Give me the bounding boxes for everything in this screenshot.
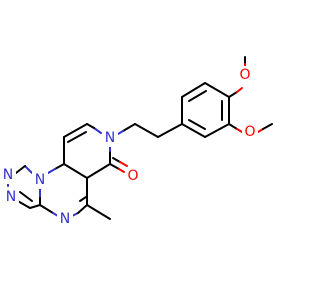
ring-bond xyxy=(86,163,111,179)
structure-svg: O O N O N N N N xyxy=(0,56,273,228)
ring-bond xyxy=(39,204,54,214)
o-methyl-bond xyxy=(262,123,273,130)
ring-bond xyxy=(181,123,206,138)
ring-bond xyxy=(77,204,88,214)
label-bg xyxy=(237,66,253,84)
atom-n-bridge: N xyxy=(35,172,45,188)
ring-bond xyxy=(93,127,102,134)
label-bg xyxy=(32,171,48,189)
ring-bond xyxy=(47,168,56,174)
atom-n-pyrimidine: N xyxy=(60,211,70,227)
ring-bond xyxy=(63,163,88,179)
methyl-bond xyxy=(86,204,111,220)
pyridone-ring xyxy=(63,123,111,179)
carbonyl-double-bond xyxy=(119,161,128,167)
label-bg xyxy=(242,123,258,141)
ring-bond xyxy=(204,82,230,98)
methyl-group xyxy=(86,204,111,220)
carbonyl-bond xyxy=(109,163,120,170)
linker-bond xyxy=(157,123,183,138)
atom-n-triazole-bottom: N xyxy=(6,189,16,205)
ring-double-bond xyxy=(79,196,87,202)
atom-o-carbonyl: O xyxy=(127,168,138,184)
carbonyl-group xyxy=(109,157,128,173)
ring-double-bond xyxy=(67,131,87,143)
ring-double-bond xyxy=(19,191,33,202)
ring-bond xyxy=(29,204,41,209)
methoxy-groups xyxy=(228,56,273,133)
linker-bond xyxy=(117,130,124,135)
label-bg xyxy=(3,188,19,206)
dimethoxyphenyl-ring xyxy=(181,82,230,138)
ring-bond xyxy=(204,123,230,138)
atom-o-methoxy-top: O xyxy=(239,67,250,83)
ring-bond xyxy=(15,165,26,174)
label-bg xyxy=(0,166,16,184)
atom-n-pyridone: N xyxy=(105,130,115,146)
label-bg xyxy=(125,167,141,185)
aryl-o-bond xyxy=(228,123,238,130)
ring-bond xyxy=(63,123,88,138)
ring-double-bond xyxy=(188,119,206,130)
atom-labels: O O N O N N N N xyxy=(0,66,258,228)
ring-bond xyxy=(54,163,65,170)
ring-bond xyxy=(181,82,206,98)
label-bg xyxy=(102,129,118,147)
carbonyl-double-bond xyxy=(112,157,121,163)
linker-bond xyxy=(134,123,159,138)
ring-bond xyxy=(24,165,33,174)
ring-double-bond xyxy=(188,90,207,102)
ring-bond xyxy=(86,123,95,129)
atom-o-methoxy-mid: O xyxy=(244,124,255,140)
ethyl-linker xyxy=(117,123,183,138)
carbonyl-bond xyxy=(118,168,125,173)
aryl-o-bond xyxy=(236,87,243,93)
atom-n-triazole-top: N xyxy=(3,167,13,183)
pyrimidine-ring xyxy=(39,163,88,217)
label-bg xyxy=(57,210,73,228)
linker-bond xyxy=(122,123,136,132)
molecule-diagram: O O N O N N N N xyxy=(0,56,273,228)
aryl-o-bond xyxy=(236,128,243,133)
aryl-o-bond xyxy=(228,91,238,98)
